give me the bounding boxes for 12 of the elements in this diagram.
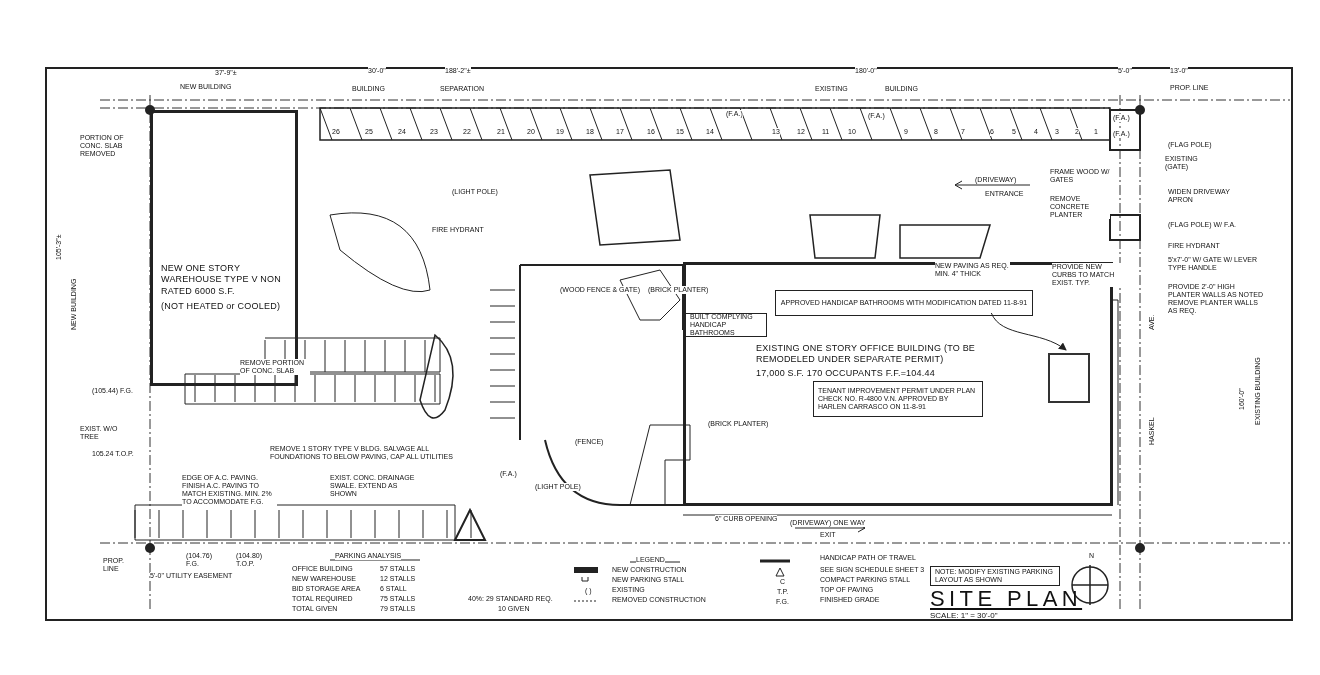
scale-caption: SCALE: 1" = 30'-0" [930, 612, 998, 620]
stair-outline [1048, 353, 1090, 403]
note-box [685, 313, 767, 337]
building-label: 17,000 S.F. 170 OCCUPANTS F.F.=104.44 [756, 367, 936, 379]
building-label: (NOT HEATED or COOLED) [161, 300, 282, 312]
note-box [813, 381, 983, 417]
note-box [775, 290, 1033, 316]
building-label: NEW ONE STORY WAREHOUSE TYPE V NON RATED 6000 S.F. [161, 263, 283, 297]
drawing-title: SITE PLAN [930, 588, 1083, 610]
leader-line [990, 312, 1067, 351]
building-label: EXISTING ONE STORY OFFICE BUILDING (TO BE REMODELED UNDER SEPARATE PERMIT) [756, 343, 977, 366]
note-box [930, 566, 1060, 586]
